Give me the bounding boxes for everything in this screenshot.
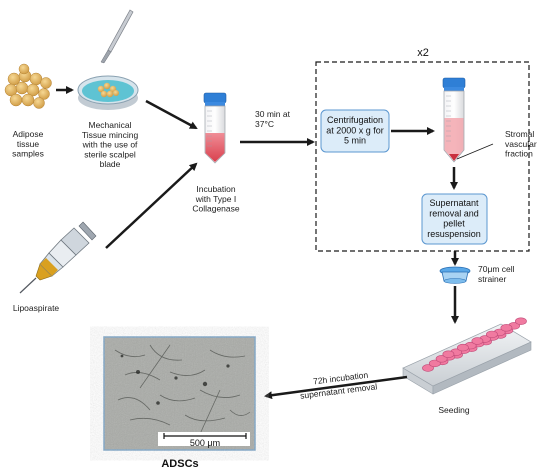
repeat-box [315,61,530,252]
plate-well [442,350,455,358]
plate-well [515,317,527,325]
centrifugation-box [320,109,390,153]
arrow-dish-to-tube [145,99,198,130]
well-plate-icon [402,323,532,395]
svf-pointer [456,143,494,160]
syringe-icon [19,221,97,294]
adsc-micrograph-image [103,336,256,451]
arrow-plate-to-image [264,375,408,400]
plate-well [500,324,513,332]
plate-well [435,355,448,363]
plate-well [428,359,441,368]
petri-dish-icon [77,75,139,110]
incubation72-label-2: supernatant removal [300,381,378,400]
falcon-tube-icon [203,92,227,164]
plate-well [456,343,469,352]
plate-wells [422,317,527,372]
lipoaspirate-label: Lipoaspirate [13,303,60,313]
seeding-label: Seeding [438,405,469,415]
plate-well [422,364,434,372]
scalpel-icon [100,9,134,64]
falcon-tube-svf-icon [442,77,466,163]
arrow-lipo-to-tube [105,162,198,249]
plate-well [471,337,484,345]
scale-bar-label: 500 μm [190,438,220,448]
supernatant-box [421,193,488,245]
cell-strainer-icon [439,266,471,284]
repeat-label: x2 [417,47,429,59]
plate-well [485,330,498,339]
adscs-label: ADSCs [161,458,198,470]
adipose-tissue-icon [4,63,52,109]
